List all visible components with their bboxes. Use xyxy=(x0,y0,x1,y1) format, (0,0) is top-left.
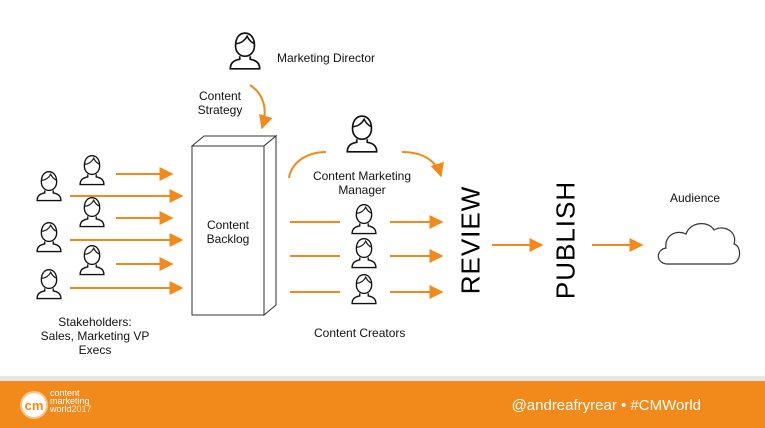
workflow-diagram xyxy=(36,32,741,317)
marketing-director-label: Marketing Director xyxy=(277,51,376,65)
stakeholder-person-icon xyxy=(79,245,105,276)
stakeholder-person-icon xyxy=(36,222,62,253)
content-strategy-line-2: Strategy xyxy=(197,103,243,117)
logo-mark: cm xyxy=(24,398,44,413)
footer-divider xyxy=(0,376,765,381)
content-marketing-manager-person-icon xyxy=(346,115,378,153)
content-strategy-label: Content Strategy xyxy=(190,89,250,117)
content-backlog-label: Content Backlog xyxy=(196,218,260,246)
logo-line-1: content xyxy=(50,388,80,398)
marketing-director-person-icon xyxy=(229,32,261,70)
content-backlog-box xyxy=(190,134,278,317)
stakeholders-line-2: Sales, Marketing VP xyxy=(40,329,150,343)
stakeholder-person-icon xyxy=(79,197,105,228)
content-marketing-manager-label: Content Marketing Manager xyxy=(302,169,422,197)
stakeholders-line-3: Execs xyxy=(78,343,112,357)
strategy-arrow xyxy=(249,84,273,130)
logo-wordmark: content marketing world2017 xyxy=(50,388,92,414)
content-creator-person-icon xyxy=(351,238,377,269)
audience-label: Audience xyxy=(670,191,721,205)
stakeholders-line-1: Stakeholders: xyxy=(58,315,132,329)
manager-arrow-right xyxy=(401,151,444,178)
social-handle: @andreafryrear • #CMWorld xyxy=(511,397,701,414)
content-marketing-manager-line-1: Content Marketing xyxy=(312,169,412,183)
footer-bar: cm content marketing world2017 @andreafr… xyxy=(0,381,765,428)
stakeholder-person-icon xyxy=(36,171,62,202)
review-label: REVIEW xyxy=(455,185,486,295)
content-creator-person-icon xyxy=(351,204,377,235)
manager-arrow-left xyxy=(288,151,327,179)
content-backlog-line-1: Content xyxy=(206,218,250,232)
logo-line-3: world2017 xyxy=(50,404,92,414)
stakeholders-label: Stakeholders: Sales, Marketing VP Execs xyxy=(28,315,162,357)
content-creators-label: Content Creators xyxy=(314,326,406,340)
content-marketing-manager-line-2: Manager xyxy=(338,183,386,197)
stakeholder-person-icon xyxy=(79,155,105,186)
cloud-icon xyxy=(657,223,741,265)
content-creator-person-icon xyxy=(351,274,377,305)
logo-line-2: marketing xyxy=(50,396,90,406)
publish-label: PUBLISH xyxy=(550,180,581,300)
stakeholder-person-icon xyxy=(36,269,62,300)
logo-year: 2017 xyxy=(71,404,92,414)
content-strategy-line-1: Content xyxy=(198,89,242,103)
content-backlog-line-2: Backlog xyxy=(206,232,250,246)
logo-world: world xyxy=(50,404,72,414)
content-marketing-world-logo: cm xyxy=(20,391,48,419)
